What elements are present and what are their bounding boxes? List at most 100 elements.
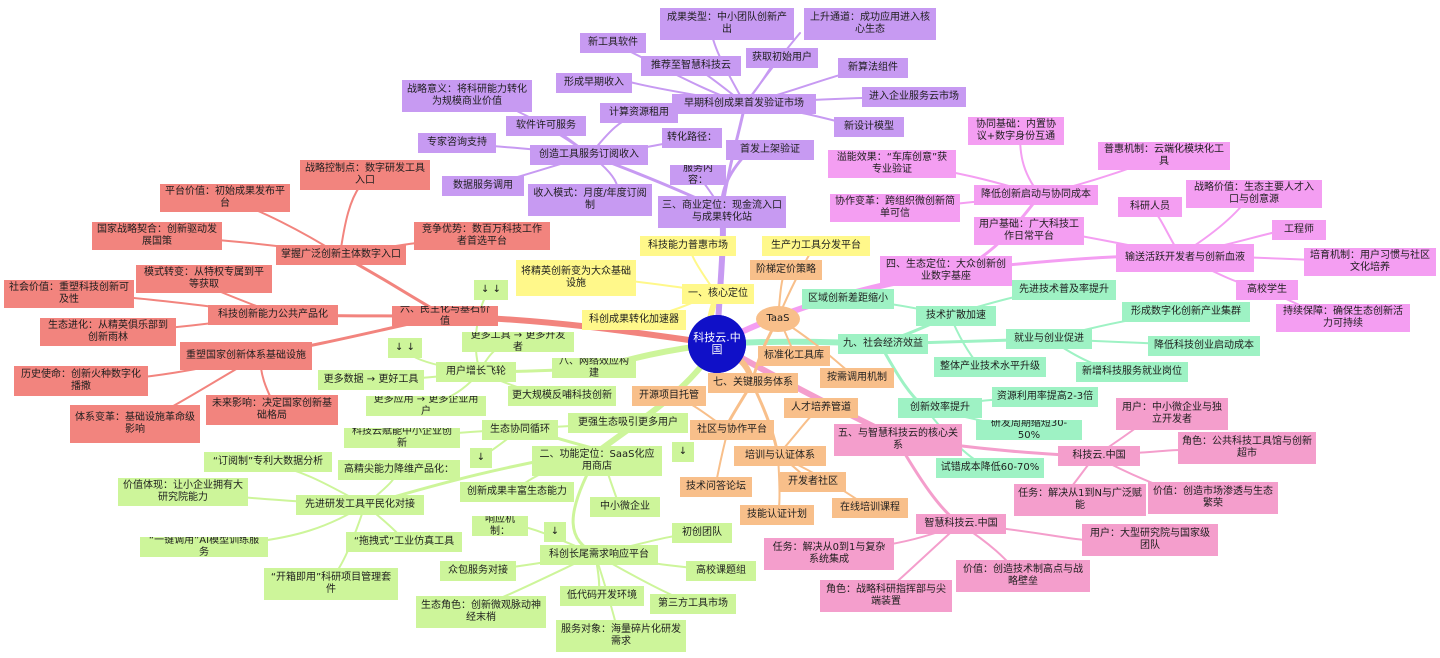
node-c2[interactable]: 先进技术普及率提升 [1012,280,1116,300]
node-t3[interactable]: 上升通道：成功应用进入核心生态 [804,8,936,40]
node-t11[interactable]: 计算资源租用 [600,103,678,123]
branch-4[interactable]: 四、生态定位：大众创新创业数字基座 [880,256,1012,286]
node-m1[interactable]: 用户：中小微企业与独立开发者 [1116,398,1228,430]
node-t4[interactable]: 新工具软件 [580,33,646,53]
node-o9[interactable]: 社区与协作平台 [690,420,774,440]
node-r1[interactable]: 战略控制点：数字研发工具入口 [300,160,430,190]
node-g22[interactable]: ↓ [544,522,566,542]
node-p10[interactable]: 输送活跃开发者与创新血液 [1116,244,1254,272]
node-g28[interactable]: 高校课题组 [686,561,756,581]
branch-8[interactable]: 八、网络效应构建 [552,358,636,378]
node-o10[interactable]: 培训与认证体系 [734,446,826,466]
node-g2[interactable]: 更多工具 → 更多开发者 [462,332,574,352]
node-p14[interactable]: 持续保障：确保生态创新活力可持续 [1276,304,1410,332]
node-g12[interactable]: ↓ [672,442,694,462]
node-r13[interactable]: 未来影响：决定国家创新基础格局 [206,395,338,425]
node-r4[interactable]: 竞争优势：数百万科技工作者首选平台 [414,222,550,250]
node-o7[interactable]: 开源项目托管 [632,386,706,406]
node-t20[interactable]: 收入模式：月度/年度订阅制 [528,184,652,216]
node-g15[interactable]: “订阅制”专利大数据分析 [204,452,332,472]
node-m6[interactable]: 价值：创造市场渗透与生态繁荣 [1148,482,1278,514]
node-t7[interactable]: 新算法组件 [838,58,908,78]
node-p4[interactable]: 降低创新启动与协同成本 [974,185,1098,205]
node-t6[interactable]: 获取初始用户 [746,48,818,68]
node-r7[interactable]: 社会价值：重塑科技创新可及性 [4,280,134,308]
node-g19[interactable]: 创新成果丰富生态能力 [460,482,574,502]
node-t19[interactable]: 数据服务调用 [442,176,524,196]
node-o14[interactable]: 在线培训课程 [832,498,908,518]
node-g30[interactable]: 低代码开发环境 [560,586,644,606]
node-p5[interactable]: 战略价值：生态主要人才入口与创意源 [1186,180,1322,208]
node-y1[interactable]: 科技能力普惠市场 [640,236,736,256]
node-p1[interactable]: 协同基础：内置协议+数字身份互通 [968,117,1064,145]
node-p3[interactable]: 溢能效果：“车库创意”获专业验证 [828,150,956,178]
node-r3[interactable]: 国家战略契合：创新驱动发展国策 [92,222,222,250]
node-g21[interactable]: 响应机制： [472,516,528,536]
node-c10[interactable]: 资源利用率提高2-3倍 [992,387,1098,407]
branch-3[interactable]: 三、商业定位：现金流入口与成果转化站 [658,196,786,228]
node-c11[interactable]: 创新效率提升 [898,398,982,418]
node-y4[interactable]: 科创成果转化加速器 [582,310,686,330]
node-g14[interactable]: ↓ [470,448,492,468]
node-r12[interactable]: 历史使命：创新火种数字化播撒 [14,366,148,396]
node-t10[interactable]: 战略意义：将科研能力转化为规模商业价值 [402,80,532,112]
node-t1[interactable]: 早期科创成果首发验证市场 [672,94,816,114]
node-g10[interactable]: 科技云赋能中小企业创新 [344,428,460,448]
branch-5[interactable]: 五、与智慧科技云的核心关系 [834,424,962,456]
node-r11[interactable]: 重塑国家创新体系基础设施 [180,342,312,370]
node-p13[interactable]: 高校学生 [1236,280,1298,300]
center-node[interactable]: 科技云.中国 [688,315,746,373]
node-c12[interactable]: 研发周期缩短30-50% [976,420,1082,440]
node-m5[interactable]: 任务：解决从1到N与广泛赋能 [1014,484,1146,516]
node-t15[interactable]: 专家咨询支持 [418,133,496,153]
node-o4[interactable]: 标准化工具库 [758,346,830,366]
node-t17[interactable]: 首发上架验证 [726,140,814,160]
node-p9[interactable]: 工程师 [1272,220,1326,240]
branch-7[interactable]: 七、关键服务体系 [708,373,798,393]
node-m9[interactable]: 用户：大型研究院与国家级团队 [1082,524,1218,556]
node-t14[interactable]: 转化路径： [662,128,722,148]
node-g4[interactable]: 用户增长飞轮 [436,362,516,382]
node-t13[interactable]: 软件许可服务 [506,116,586,136]
node-t2[interactable]: 成果类型：中小团队创新产出 [660,8,794,40]
node-t16[interactable]: 创造工具服务订阅收入 [530,145,648,165]
node-t8[interactable]: 形成早期收入 [556,73,632,93]
node-p2[interactable]: 普惠机制：云端化模块化工具 [1098,142,1230,170]
node-m11[interactable]: 角色：战略科研指挥部与尖端装置 [820,580,952,612]
node-o1[interactable]: 生产力工具分发平台 [762,236,870,256]
node-r6[interactable]: 模式转变：从特权专属到平等获取 [136,265,272,293]
node-o11[interactable]: 技术问答论坛 [680,477,752,497]
node-c1[interactable]: 区域创新差距缩小 [802,289,894,309]
node-o5[interactable]: 按需调用机制 [820,368,894,388]
node-o2[interactable]: 阶梯定价策略 [750,260,822,280]
node-g29[interactable]: “开箱即用”科研项目管理套件 [264,568,398,600]
node-m10[interactable]: 价值：创造技术制高点与战略壁垒 [956,560,1090,592]
node-c6[interactable]: 就业与创业促进 [1006,329,1092,349]
branch-1[interactable]: 一、核心定位 [682,284,754,304]
node-r5[interactable]: 掌握广泛创新主体数字入口 [276,245,406,265]
node-g20[interactable]: 中小微企业 [590,497,660,517]
node-r2[interactable]: 平台价值：初始成果发布平台 [160,184,290,212]
node-c7[interactable]: 降低科技创业启动成本 [1148,336,1260,356]
node-p6[interactable]: 科研人员 [1118,197,1182,217]
node-m3[interactable]: 角色：公共科技工具馆与创新超市 [1178,432,1316,464]
node-g24[interactable]: “一键调用”AI模型训练服务 [140,537,268,557]
node-g16[interactable]: 高精尖能力降维产品化： [338,460,460,480]
node-o12[interactable]: 开发者社区 [780,472,846,492]
node-r14[interactable]: 体系变革：基础设施革命级影响 [70,405,200,443]
node-g32[interactable]: 生态角色：创新微观脉动神经末梢 [416,596,546,628]
node-t9[interactable]: 进入企业服务云市场 [862,87,966,107]
node-c13[interactable]: 试错成本降低60-70% [936,458,1044,478]
node-p12[interactable]: 培育机制：用户习惯与社区文化培养 [1304,248,1436,276]
node-m8[interactable]: 任务：解决从0到1与复杂系统集成 [764,538,894,570]
node-p7[interactable]: 协作变革：跨组织微创新简单可信 [830,194,960,222]
node-c3[interactable]: 技术扩散加速 [916,306,996,326]
branch-9[interactable]: 九、社会经济效益 [838,334,928,354]
node-r8[interactable]: 科技创新能力公共产品化 [208,305,338,325]
branch-6[interactable]: 六、民主化与基石价值 [392,306,498,326]
node-g25[interactable]: “拖拽式”工业仿真工具 [346,532,462,552]
node-g7[interactable]: 更大规模反哺科技创新 [508,386,616,406]
node-g26[interactable]: 科创长尾需求响应平台 [540,545,658,565]
node-g9[interactable]: 更强生态吸引更多用户 [568,413,688,433]
node-c4[interactable]: 形成数字化创新产业集群 [1122,302,1250,322]
